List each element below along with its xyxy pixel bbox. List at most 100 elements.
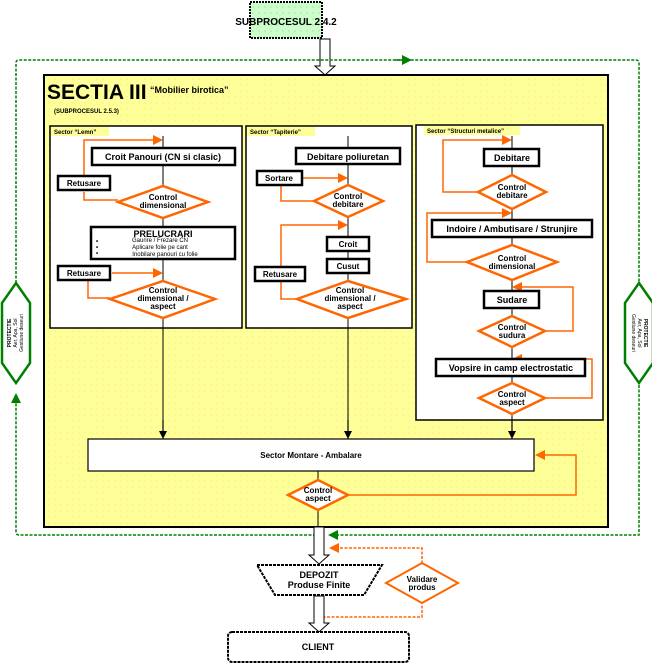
protection-right-line3: Gestiune deseuri [630,314,636,352]
metal-control-debitare[interactable]: Control debitare [475,173,549,211]
sector-tapiterie-label: Sector “Tapiterie” [250,130,301,136]
metal-loop-debitare [442,135,512,193]
svg-text:aspect: aspect [499,398,525,407]
svg-text:dimensional /: dimensional / [137,294,189,303]
svg-text:dimensional /: dimensional / [324,294,376,303]
tapiterie-retouch-link [280,281,297,300]
protection-right-hexagon[interactable]: PROTECTIE Aer, Apa, Sol Gestiune deseuri [623,280,652,386]
tapiterie-step-debitare[interactable]: Debitare poliuretan [294,146,402,166]
protection-left-title: PROTECTIE [7,318,13,347]
section-subtitle: “Mobilier birotica” [150,85,229,95]
svg-text:PRELUCRARI: PRELUCRARI [133,229,192,239]
metal-loop-dimensional [426,208,512,263]
svg-text:Cusut: Cusut [337,262,360,271]
svg-text:Indoire / Ambutisare / Strunji: Indoire / Ambutisare / Strunjire [446,224,577,234]
tapiterie-sort[interactable]: Sortare [255,169,304,187]
metal-step-vopsire[interactable]: Vopsire in camp electrostatic [434,357,587,378]
flow-arrow-top [313,38,337,76]
svg-text:debitare: debitare [496,191,528,200]
metal-control-aspect[interactable]: Control aspect [476,381,548,416]
svg-text:Croit: Croit [339,240,358,249]
protection-left-line3: Gestiune deseuri [19,314,25,352]
sector-lemn: Sector “Lemn” Croit Panouri (CN si clasi… [49,125,243,440]
lemn-step-croit[interactable]: Croit Panouri (CN si clasic) [90,146,237,167]
top-subprocess-box[interactable]: SUBPROCESUL 2.4.2 [235,1,337,39]
assembly-control-loop [348,450,577,496]
svg-text:Retusare: Retusare [67,179,102,188]
tapiterie-retouch-loop [280,220,348,268]
lemn-retouch-1[interactable]: Retusare [56,174,112,192]
validation-diamond[interactable]: Validare produs [383,561,461,605]
svg-text:Control: Control [498,323,526,332]
validation-loop-bottom [324,601,423,618]
sector-tapiterie: Sector “Tapiterie” Debitare poliuretan S… [245,125,413,440]
svg-text:Control: Control [498,390,526,399]
svg-text:CLIENT: CLIENT [302,642,335,652]
metal-loop-sudura [512,282,574,332]
sector-lemn-label: Sector “Lemn” [54,130,96,136]
svg-text:Retusare: Retusare [263,270,298,279]
svg-text:aspect: aspect [305,494,331,503]
metal-step-sudare[interactable]: Sudare [482,289,541,310]
tapiterie-retouch[interactable]: Retusare [253,265,307,283]
lemn-processing-item: Gaurire / Frezare CN [132,238,188,244]
svg-text:Control: Control [149,286,177,295]
sector-metal-label: Sector “Structuri metalice” [427,129,504,135]
svg-text:Debitare poliuretan: Debitare poliuretan [307,152,389,162]
lemn-processing-box[interactable]: PRELUCRARI • • • Gaurire / Frezare CN Ap… [89,225,237,261]
assembly-control-aspect[interactable]: Control aspect [285,478,351,512]
svg-text:dimensional: dimensional [140,201,187,210]
svg-text:Control: Control [336,286,364,295]
svg-text:Control: Control [149,193,177,202]
protection-right-line2: Aer, Apa, Sol [636,319,642,348]
sector-structuri-metalice: Sector “Structuri metalice” Debitare Con… [415,124,604,440]
tapiterie-control-debitare[interactable]: Control debitare [311,183,387,219]
svg-text:Control: Control [498,254,526,263]
section-subprocess: (SUBPROCESUL 2.5.3) [54,109,119,115]
lemn-processing-item: Aplicare folie pe cant [132,245,188,251]
svg-text:Sudare: Sudare [497,295,528,305]
svg-text:Sortare: Sortare [265,174,294,183]
svg-text:dimensional: dimensional [489,262,536,271]
protection-left-line2: Aer, Apa, Sol [13,319,19,348]
metal-control-sudura[interactable]: Control sudura [476,314,548,349]
tapiterie-step-cusut[interactable]: Cusut [325,257,371,275]
metal-step-debitare[interactable]: Debitare [482,147,541,168]
warehouse-box[interactable]: DEPOZIT Produse Finite [255,564,384,596]
tapiterie-sort-link [280,186,320,202]
section-title: SECTIA III [47,81,147,104]
svg-text:Debitare: Debitare [494,153,530,163]
svg-text:•: • [96,245,98,251]
client-box[interactable]: CLIENT [227,631,410,663]
svg-text:aspect: aspect [150,302,176,311]
svg-text:produs: produs [408,583,436,592]
svg-text:Control: Control [498,183,526,192]
protection-left-hexagon[interactable]: PROTECTIE Aer, Apa, Sol Gestiune deseuri [0,280,32,386]
lemn-retouch-2[interactable]: Retusare [56,264,112,282]
tapiterie-step-croit[interactable]: Croit [325,235,371,253]
top-subprocess-label: SUBPROCESUL 2.4.2 [235,17,337,28]
assembly-sector-box[interactable]: Sector Montare - Ambalare [87,438,535,472]
protection-right-title: PROTECTIE [642,319,648,348]
svg-text:Produse Finite: Produse Finite [288,580,351,590]
metal-step-indoire[interactable]: Indoire / Ambutisare / Strunjire [430,218,594,239]
svg-text:Control: Control [334,192,362,201]
lemn-processing-item: Inobilare panouri cu folie [132,252,198,258]
tapiterie-control-dimensional-aspect[interactable]: Control dimensional / aspect [293,279,411,320]
svg-text:DEPOZIT: DEPOZIT [299,570,339,580]
environmental-feedback-loop [11,55,640,540]
svg-text:•: • [96,251,98,257]
lemn-retouch-link-1 [83,192,118,201]
svg-text:Sector Montare - Ambalare: Sector Montare - Ambalare [260,451,362,460]
lemn-control-dimensional-aspect[interactable]: Control dimensional / aspect [106,279,219,320]
validation-loop-top [329,543,423,568]
top-subprocess-shape [249,1,323,39]
lemn-control-dimensional[interactable]: Control dimensional [114,184,212,220]
svg-text:Croit Panouri (CN si clasic): Croit Panouri (CN si clasic) [105,152,221,162]
svg-text:Validare: Validare [407,575,438,584]
metal-control-dimensional[interactable]: Control dimensional [463,243,561,282]
svg-text:Retusare: Retusare [67,269,102,278]
svg-text:debitare: debitare [332,200,364,209]
svg-text:Vopsire in camp electrostatic: Vopsire in camp electrostatic [449,363,573,373]
